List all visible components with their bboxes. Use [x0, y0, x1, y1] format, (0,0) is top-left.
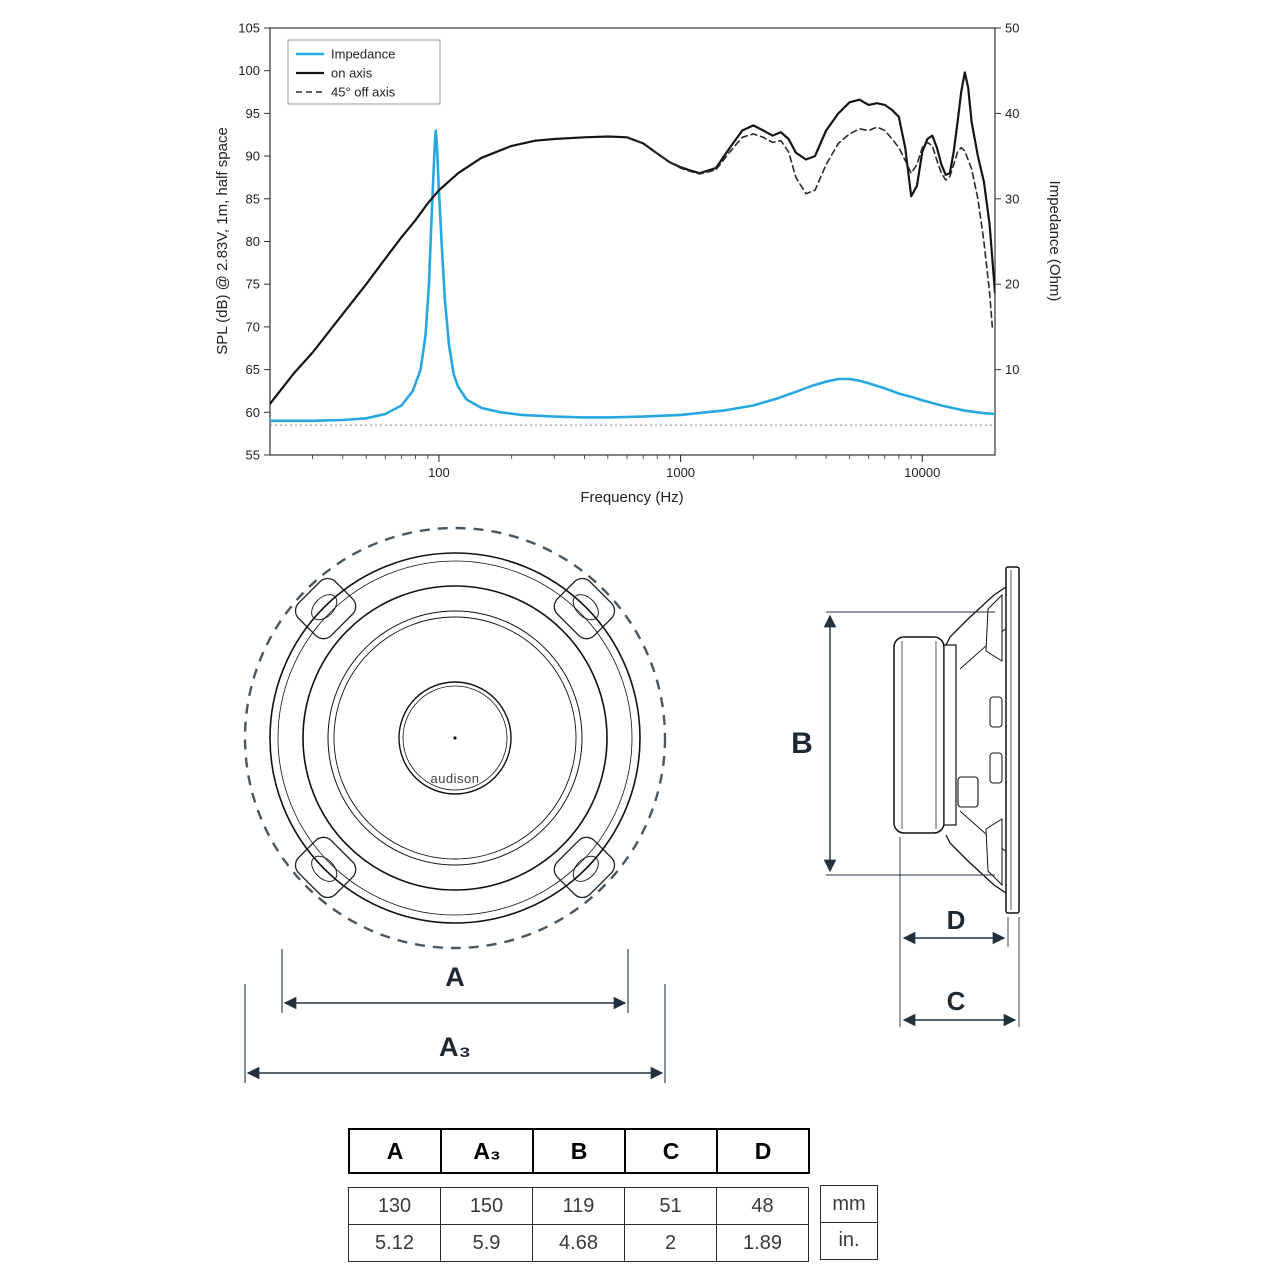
chart-plot-area: 55 60 65 70 75 80 85 90 95 100 105 10 20 30 40 50 100 100…: [238, 21, 1019, 481]
header-cell-c: C: [624, 1128, 718, 1174]
basket-bottom-edge: [945, 834, 1007, 894]
y-left-tick-label: 65: [246, 362, 260, 377]
dim-label-b: B: [791, 727, 813, 760]
basket-top-edge: [945, 586, 1007, 646]
y-left-tick-label: 55: [246, 448, 260, 463]
table-row-mm: 130 150 119 51 48: [348, 1187, 809, 1225]
y-left-tick-label: 60: [246, 405, 260, 420]
cutout-dashed-circle: [243, 526, 667, 950]
header-cell-b: B: [532, 1128, 626, 1174]
y-left-tick-label: 70: [246, 319, 260, 334]
y-left-tick-label: 100: [238, 63, 260, 78]
speaker-side-view: B D C: [790, 545, 1070, 1050]
basket-window: [985, 818, 1003, 887]
front-plate: [943, 644, 957, 826]
speaker-front-view: audison A A₃: [230, 512, 690, 1103]
unit-mm: mm: [820, 1185, 878, 1223]
cone-edge-circle: [333, 616, 577, 860]
value-cell: 4.68: [532, 1224, 625, 1262]
surround-inner-circle: [327, 610, 583, 866]
header-cell-a: A: [348, 1128, 442, 1174]
legend-label: on axis: [331, 66, 373, 81]
value-cell: 2: [624, 1224, 717, 1262]
dimensions-header-row: A A₃ B C D: [348, 1128, 810, 1174]
basket-slot: [989, 752, 1003, 784]
value-cell: 150: [440, 1187, 533, 1225]
header-cell-a3: A₃: [440, 1128, 534, 1174]
y-left-tick-label: 95: [246, 106, 260, 121]
y-axis-left-label: SPL (dB) @ 2.83V, 1m, half space: [214, 127, 231, 355]
value-cell: 48: [716, 1187, 809, 1225]
dim-label-a: A: [445, 962, 465, 992]
frequency-response-chart: SPL (dB) @ 2.83V, 1m, half space Impedan…: [205, 10, 1075, 525]
center-dot: [453, 736, 457, 740]
basket-window: [985, 593, 1003, 662]
curve-45-off-axis: [626, 126, 994, 328]
front-view-drawing: audison A A₃: [243, 526, 667, 1083]
y-left-tick-label: 85: [246, 191, 260, 206]
y-right-tick-label: 40: [1005, 106, 1019, 121]
basket-slot: [989, 696, 1003, 728]
legend-label: Impedance: [331, 47, 395, 62]
value-cell: 5.12: [348, 1224, 441, 1262]
dust-cap-outer: [398, 681, 512, 795]
value-cell: 1.89: [716, 1224, 809, 1262]
side-profile: [893, 566, 1020, 914]
magnet: [893, 636, 945, 834]
table-row-in: 5.12 5.9 4.68 2 1.89: [348, 1224, 809, 1262]
y-right-tick-label: 50: [1005, 21, 1019, 36]
y-left-tick-label: 105: [238, 21, 260, 36]
curve-on-axis: [270, 71, 995, 405]
y-right-tick-label: 10: [1005, 362, 1019, 377]
curve-impedance: [270, 129, 995, 423]
mounting-flange: [1005, 566, 1020, 914]
value-cell: 119: [532, 1187, 625, 1225]
legend-label: 45° off axis: [331, 85, 396, 100]
dimensions-values: 130 150 119 51 48 5.12 5.9 4.68 2 1.89: [348, 1187, 809, 1262]
x-tick-label: 100: [428, 465, 450, 480]
surround-outer-circle: [302, 585, 608, 891]
dim-label-d: D: [947, 905, 966, 935]
frame-outer-circle: [269, 552, 641, 924]
y-right-tick-label: 30: [1005, 191, 1019, 206]
dimension-b-group: [823, 611, 995, 876]
value-cell: 51: [624, 1187, 717, 1225]
y-axis-right-label: Impedance (Ohm): [1046, 181, 1063, 302]
side-view-drawing: B D C: [791, 566, 1020, 1027]
dimension-dc-group: [899, 837, 1020, 1027]
dim-label-c: C: [947, 986, 966, 1016]
speaker-rings: [243, 526, 667, 950]
dimension-a-group: [244, 949, 666, 1083]
y-left-tick-label: 75: [246, 277, 260, 292]
frame-inner-circle: [277, 560, 633, 916]
y-right-tick-label: 20: [1005, 277, 1019, 292]
x-axis-label: Frequency (Hz): [580, 489, 683, 506]
value-cell: 5.9: [440, 1224, 533, 1262]
unit-in: in.: [820, 1221, 878, 1260]
dust-cap-inner: [402, 685, 508, 791]
y-left-tick-label: 90: [246, 149, 260, 164]
brand-logo-text: audison: [430, 771, 479, 786]
dim-label-a3: A₃: [439, 1032, 471, 1062]
x-tick-label: 10000: [904, 465, 940, 480]
value-cell: 130: [348, 1187, 441, 1225]
x-tick-label: 1000: [666, 465, 695, 480]
terminal-block: [957, 776, 979, 808]
table-row: A A₃ B C D: [348, 1128, 810, 1174]
chart-canvas: SPL (dB) @ 2.83V, 1m, half space Impedan…: [214, 21, 1063, 507]
y-left-tick-label: 80: [246, 234, 260, 249]
units-column: mm in.: [820, 1185, 878, 1260]
header-cell-d: D: [716, 1128, 810, 1174]
dimensions-table: A A₃ B C D 130 150 119 51 48 5.12 5.9 4.…: [348, 1128, 810, 1262]
